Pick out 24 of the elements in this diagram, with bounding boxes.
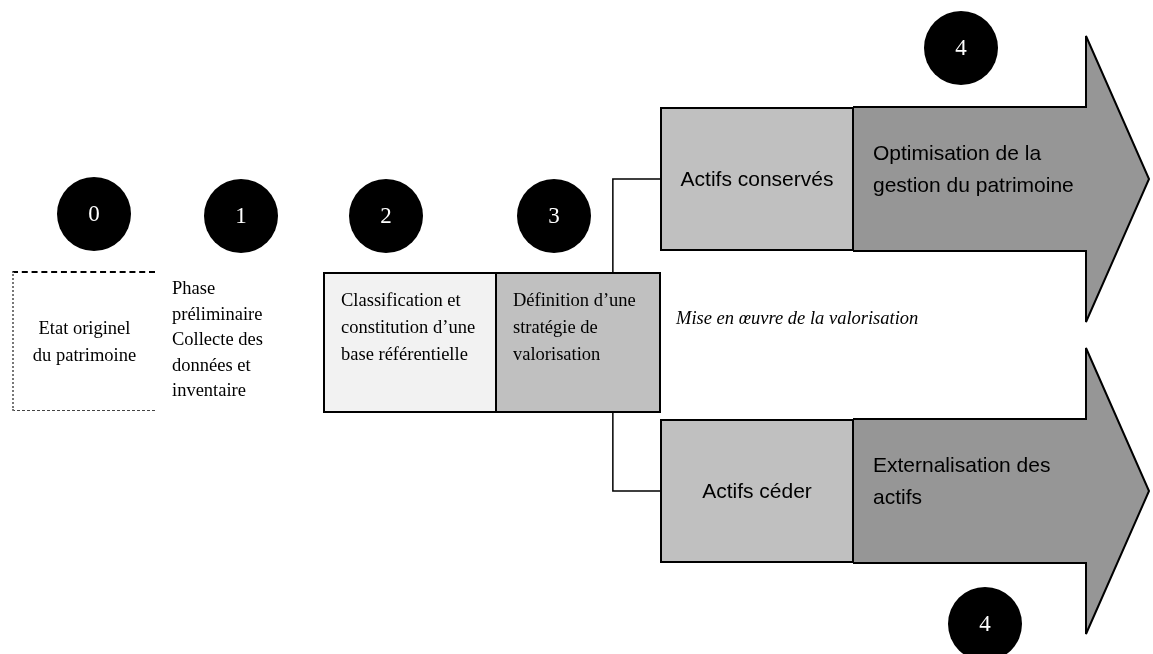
step-number: 4 — [955, 35, 967, 61]
step-number: 3 — [548, 203, 560, 229]
node-text: Externalisation des actifs — [873, 452, 1052, 510]
step-number: 0 — [88, 201, 100, 227]
node-text: Etat originel du patrimoine — [31, 316, 138, 367]
node-text: Classification et constitution d’une base référentielle — [341, 289, 477, 366]
step-number-circle — [948, 587, 1022, 654]
connector-line — [612, 412, 661, 492]
step-number: 1 — [235, 203, 247, 229]
caption-text: Mise en œuvre de la valorisation — [676, 307, 920, 330]
process-box — [660, 419, 854, 563]
node-text: Actifs céder — [701, 478, 813, 505]
process-box — [495, 272, 661, 413]
node-text: Définition d’une stratégie de valorisation — [513, 289, 637, 366]
step-number: 4 — [979, 611, 991, 637]
connector-line — [612, 178, 661, 273]
arrow-shape — [853, 347, 1150, 635]
node-text: Optimisation de la gestion du patrimoine — [873, 140, 1075, 198]
process-box — [323, 272, 497, 413]
stage-text: Phase préliminaire Collecte des données et inventaire — [172, 277, 264, 403]
node-text: Actifs conservés — [679, 166, 835, 193]
step-number: 2 — [380, 203, 392, 229]
dashed-box — [12, 271, 155, 411]
process-box — [660, 107, 854, 251]
